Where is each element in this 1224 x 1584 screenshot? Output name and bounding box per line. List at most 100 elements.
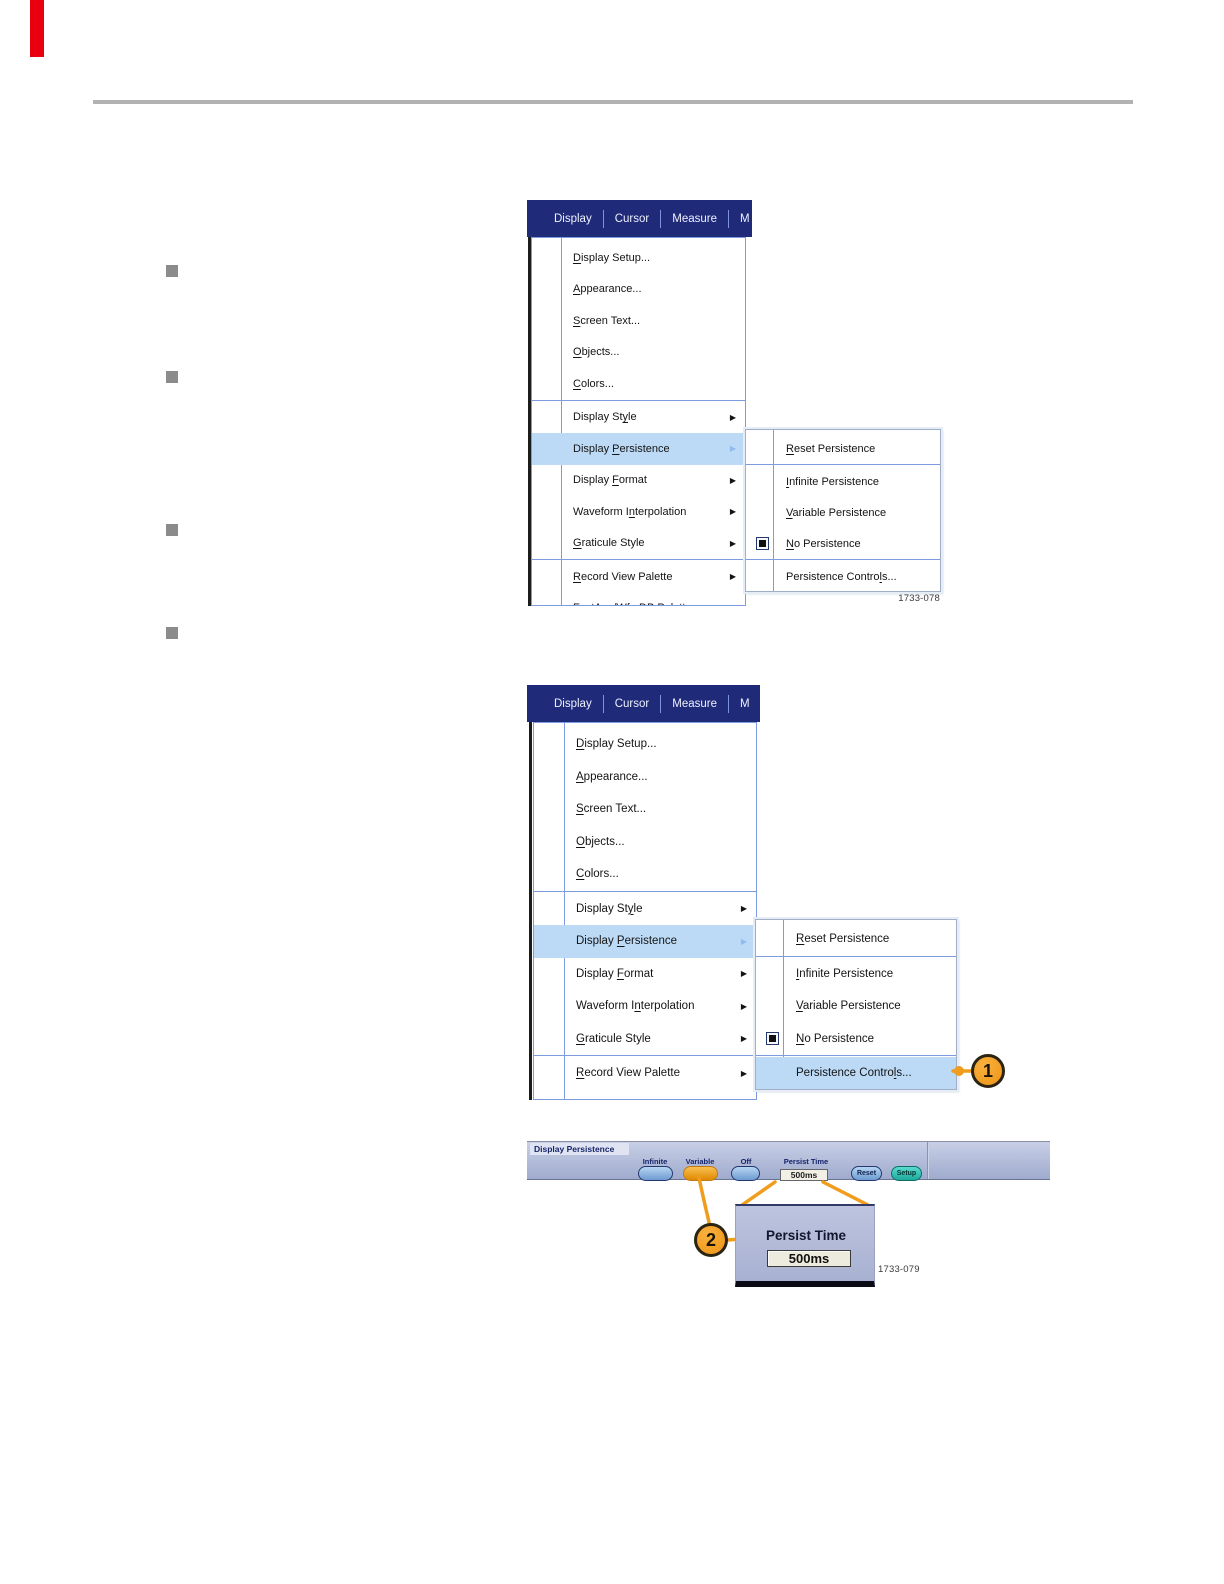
persistence-submenu-item-3[interactable]: No Persistence (756, 1023, 956, 1056)
display-menu-item-5[interactable]: Display Style▶ (576, 902, 747, 915)
persistence-submenu-item-4[interactable]: Persistence Controls... (786, 570, 897, 583)
menu-separator (534, 1055, 756, 1057)
list-bullet (166, 627, 178, 639)
submenu-arrow-icon: ▶ (740, 1068, 747, 1078)
menubar-separator (602, 694, 604, 713)
submenu-arrow-icon: ▶ (740, 1001, 747, 1011)
off-button[interactable] (731, 1166, 760, 1181)
figure-number-b: 1733-079 (878, 1264, 920, 1275)
menu-separator (746, 559, 940, 561)
display-menu-item-11[interactable]: FastAcq/WfmDB Palette▶ (534, 1090, 756, 1100)
menu-separator (532, 399, 745, 402)
popup-persist-time-field[interactable]: 500ms (767, 1250, 851, 1267)
checked-box-icon (766, 1032, 779, 1046)
variable-button[interactable] (683, 1166, 718, 1181)
display-menu-item-0[interactable]: Display Setup... (573, 251, 651, 264)
list-bullet (166, 371, 178, 383)
submenu-arrow-icon: ▶ (740, 1034, 747, 1044)
infinite-button-label: Infinite (642, 1157, 668, 1166)
menubar-item-m[interactable]: M (739, 212, 750, 225)
display-menu-item-8[interactable]: Waveform Interpolation▶ (576, 1000, 747, 1013)
submenu-arrow-icon: ▶ (729, 412, 736, 422)
display-menu-item-2[interactable]: Screen Text... (576, 803, 647, 816)
persistence-submenu-item-3[interactable]: No Persistence (746, 528, 940, 559)
submenu-arrow-icon: ▶ (729, 572, 736, 582)
menubar-item-measure[interactable]: Measure (672, 212, 717, 225)
display-menu-item-3[interactable]: Objects... (573, 346, 620, 359)
display-menu-item-1[interactable]: Appearance... (576, 770, 648, 783)
display-menu-item-0[interactable]: Display Setup... (576, 738, 657, 751)
menubar-item-m[interactable]: M (739, 697, 750, 710)
menubar-separator (727, 209, 729, 228)
menubar-b: Display Cursor Measure M (527, 685, 760, 722)
persistence-submenu-item-0[interactable]: Reset Persistence (786, 442, 876, 455)
submenu-arrow-icon: ▶ (740, 969, 747, 979)
window-edge (528, 237, 531, 606)
popup-persist-time-label: Persist Time (766, 1228, 847, 1243)
control-bar-title: Display Persistence (530, 1143, 629, 1155)
menu-separator (532, 559, 745, 561)
reset-button[interactable]: Reset (851, 1166, 882, 1181)
menubar-separator (602, 209, 604, 228)
setup-button[interactable]: Setup (891, 1166, 922, 1181)
display-menu-item-7[interactable]: Display Format▶ (573, 474, 736, 487)
display-menu-item-3[interactable]: Objects... (576, 835, 625, 848)
callout-2-badge: 2 (694, 1223, 728, 1257)
display-menu-item-11[interactable]: FastAcq/WfmDB Palette▶ (532, 593, 745, 605)
red-edge-marker (30, 0, 44, 57)
persistence-submenu-item-1[interactable]: Infinite Persistence (786, 475, 879, 488)
display-menu-item-10[interactable]: Record View Palette▶ (576, 1067, 747, 1080)
list-bullet (166, 265, 178, 277)
submenu-arrow-icon: ▶ (740, 936, 747, 946)
menubar-item-display[interactable]: Display (554, 212, 592, 225)
persist-time-label: Persist Time (783, 1157, 829, 1166)
submenu-arrow-icon: ▶ (740, 904, 747, 914)
persistence-submenu-item-2[interactable]: Variable Persistence (786, 506, 887, 519)
display-menu-item-8[interactable]: Waveform Interpolation▶ (573, 505, 736, 518)
list-bullet (166, 524, 178, 536)
display-menu-item-4[interactable]: Colors... (573, 377, 614, 390)
persistence-submenu-item-0[interactable]: Reset Persistence (796, 933, 890, 946)
persistence-submenu-item-4[interactable]: Persistence Controls... (756, 1057, 956, 1089)
menubar-separator (660, 694, 662, 713)
menubar-separator (660, 209, 662, 228)
checked-box-icon (756, 537, 769, 550)
menubar-item-measure[interactable]: Measure (672, 697, 717, 710)
menubar-item-display[interactable]: Display (554, 697, 592, 710)
persistence-submenu-item-1[interactable]: Infinite Persistence (796, 967, 894, 980)
display-menu-item-6[interactable]: Display Persistence▶ (532, 433, 745, 465)
menu-separator (756, 1055, 956, 1057)
display-menu-item-5[interactable]: Display Style▶ (573, 411, 736, 424)
menu-separator (746, 464, 940, 466)
figure-number-a: 1733-078 (898, 593, 940, 604)
display-menu-item-2[interactable]: Screen Text... (573, 314, 641, 327)
display-menu-item-7[interactable]: Display Format▶ (576, 967, 747, 980)
menubar-separator (727, 694, 729, 713)
menubar-item-cursor[interactable]: Cursor (614, 697, 650, 710)
persist-time-field[interactable]: 500ms (780, 1169, 828, 1181)
submenu-arrow-icon: ▶ (729, 538, 736, 548)
persistence-submenu-item-2[interactable]: Variable Persistence (796, 1000, 901, 1013)
display-menu-item-4[interactable]: Colors... (576, 868, 619, 881)
display-menu-item-6[interactable]: Display Persistence▶ (534, 925, 756, 958)
display-menu-item-1[interactable]: Appearance... (573, 283, 642, 296)
menu-gutter-line (773, 430, 774, 591)
control-bar-divider (927, 1142, 928, 1179)
menubar-item-cursor[interactable]: Cursor (614, 212, 650, 225)
window-edge (529, 722, 532, 1100)
display-menu-item-10[interactable]: Record View Palette▶ (573, 570, 736, 583)
menu-gutter-line (561, 238, 562, 605)
menu-gutter-line (783, 920, 784, 1089)
infinite-button[interactable] (638, 1166, 673, 1181)
menu-separator (756, 955, 956, 958)
display-menu-item-9[interactable]: Graticule Style▶ (573, 537, 736, 550)
display-dropdown-b: Display Setup... Appearance... Screen Text… (533, 722, 757, 1100)
callout-1-badge: 1 (971, 1054, 1005, 1088)
display-menu-item-9[interactable]: Graticule Style▶ (576, 1032, 747, 1045)
display-dropdown-a: Display Setup... Appearance... Screen Text… (531, 237, 746, 606)
header-rule (93, 100, 1133, 104)
menu-gutter-line (564, 723, 565, 1099)
variable-button-label: Variable (685, 1157, 715, 1166)
